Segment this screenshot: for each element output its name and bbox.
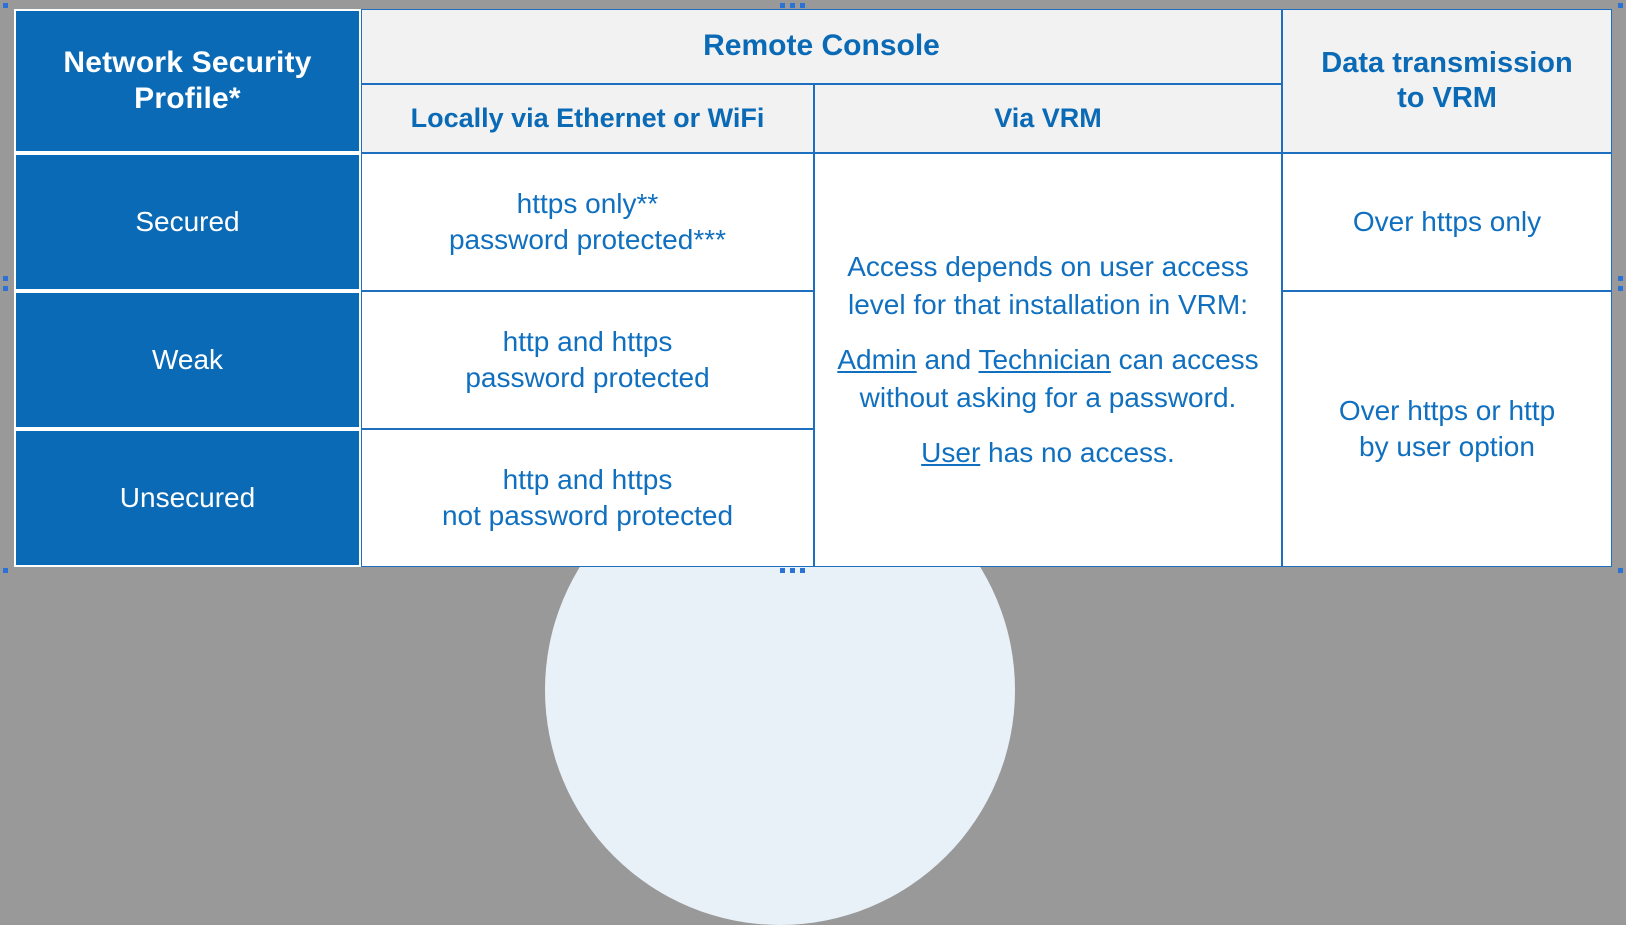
vrm-conjunction-and: and: [916, 343, 979, 375]
cell-data-transmission-weak-line2: by user option: [1359, 431, 1535, 463]
selection-handle-bottom-center-2[interactable]: [790, 568, 795, 573]
selection-handle-top-center-1[interactable]: [780, 3, 785, 8]
header-data-transmission-to-vrm: Data transmission to VRM: [1282, 9, 1612, 154]
selection-handle-top-left[interactable]: [3, 3, 8, 8]
table-row-secured: Secured https only** password protected*…: [14, 153, 1612, 567]
cell-locally-unsecured-line1: http and https: [502, 464, 673, 496]
cell-locally-unsecured-line2: not password protected: [441, 500, 734, 532]
selection-handle-right-middle-1[interactable]: [1618, 276, 1623, 281]
selection-handle-left-middle-1[interactable]: [3, 276, 8, 281]
cell-data-transmission-weak-line1: Over https or http: [1338, 395, 1556, 427]
network-security-profile-table: Network Security Profile* Remote Console…: [14, 9, 1612, 567]
vrm-spacer-1: [823, 325, 1273, 341]
header-locally-via-ethernet-or-wifi: Locally via Ethernet or WiFi: [361, 83, 814, 154]
header-via-vrm: Via VRM: [814, 83, 1282, 154]
cell-locally-unsecured: http and https not password protected: [361, 429, 814, 567]
cell-profile-weak: Weak: [14, 291, 361, 430]
table-row-weak: Weak http and https password protected O…: [14, 291, 1612, 567]
vrm-role-user: User: [921, 437, 981, 469]
vrm-user-rest-text: has no access.: [980, 437, 1175, 469]
selection-handle-top-center-2[interactable]: [790, 3, 795, 8]
header-network-security-profile: Network Security Profile*: [14, 9, 361, 154]
selection-handle-top-center-3[interactable]: [800, 3, 805, 8]
cell-locally-weak: http and https password protected: [361, 291, 814, 430]
cell-locally-secured-line2: password protected***: [448, 224, 727, 256]
header-remote-console: Remote Console: [361, 9, 1282, 84]
screenshot-canvas: Network Security Profile* Remote Console…: [3, 3, 1623, 925]
cell-locally-secured: https only** password protected***: [361, 153, 814, 292]
vrm-line2: level for that installation in VRM:: [848, 289, 1248, 321]
cell-data-transmission-secured-line1: Over https only: [1352, 206, 1542, 238]
vrm-role-technician: Technician: [978, 343, 1111, 375]
cell-data-transmission-weak-unsecured: Over https or http by user option: [1282, 291, 1612, 567]
header-profile-line2: Profile*: [134, 82, 241, 116]
vrm-line4: without asking for a password.: [859, 382, 1237, 414]
cell-data-transmission-secured: Over https only: [1282, 153, 1612, 292]
vrm-line5: User has no access.: [823, 434, 1273, 473]
table-header-row-2: Locally via Ethernet or WiFi Via VRM: [14, 83, 1612, 154]
cell-locally-weak-line2: password protected: [465, 362, 710, 394]
cell-locally-secured-line1: https only**: [516, 188, 659, 220]
selection-handle-left-middle-2[interactable]: [3, 286, 8, 291]
cell-via-vrm-all-rows: Access depends on user access level for …: [814, 153, 1282, 567]
vrm-line1: Access depends on user access: [847, 250, 1249, 282]
cell-profile-unsecured: Unsecured: [14, 429, 361, 567]
selection-handle-bottom-center-3[interactable]: [800, 568, 805, 573]
selection-handle-right-middle-2[interactable]: [1618, 286, 1623, 291]
selection-handle-bottom-left[interactable]: [3, 568, 8, 573]
header-data-transmission-line1: Data transmission: [1321, 46, 1573, 79]
cell-locally-weak-line1: http and https: [502, 326, 673, 358]
vrm-role-admin: Admin: [837, 343, 917, 375]
header-profile-line1: Network Security: [63, 45, 312, 79]
selection-handle-bottom-center-1[interactable]: [780, 568, 785, 573]
header-data-transmission-line2: to VRM: [1397, 82, 1497, 115]
vrm-can-access-text: can access: [1110, 343, 1259, 375]
cell-profile-secured: Secured: [14, 153, 361, 292]
vrm-spacer-2: [823, 418, 1273, 434]
vrm-line3: Admin and Technician can access: [823, 341, 1273, 380]
network-security-table-container: Network Security Profile* Remote Console…: [14, 9, 1612, 567]
selection-handle-bottom-right[interactable]: [1618, 568, 1623, 573]
table-header-row-1: Network Security Profile* Remote Console…: [14, 9, 1612, 154]
selection-handle-top-right[interactable]: [1618, 3, 1623, 8]
